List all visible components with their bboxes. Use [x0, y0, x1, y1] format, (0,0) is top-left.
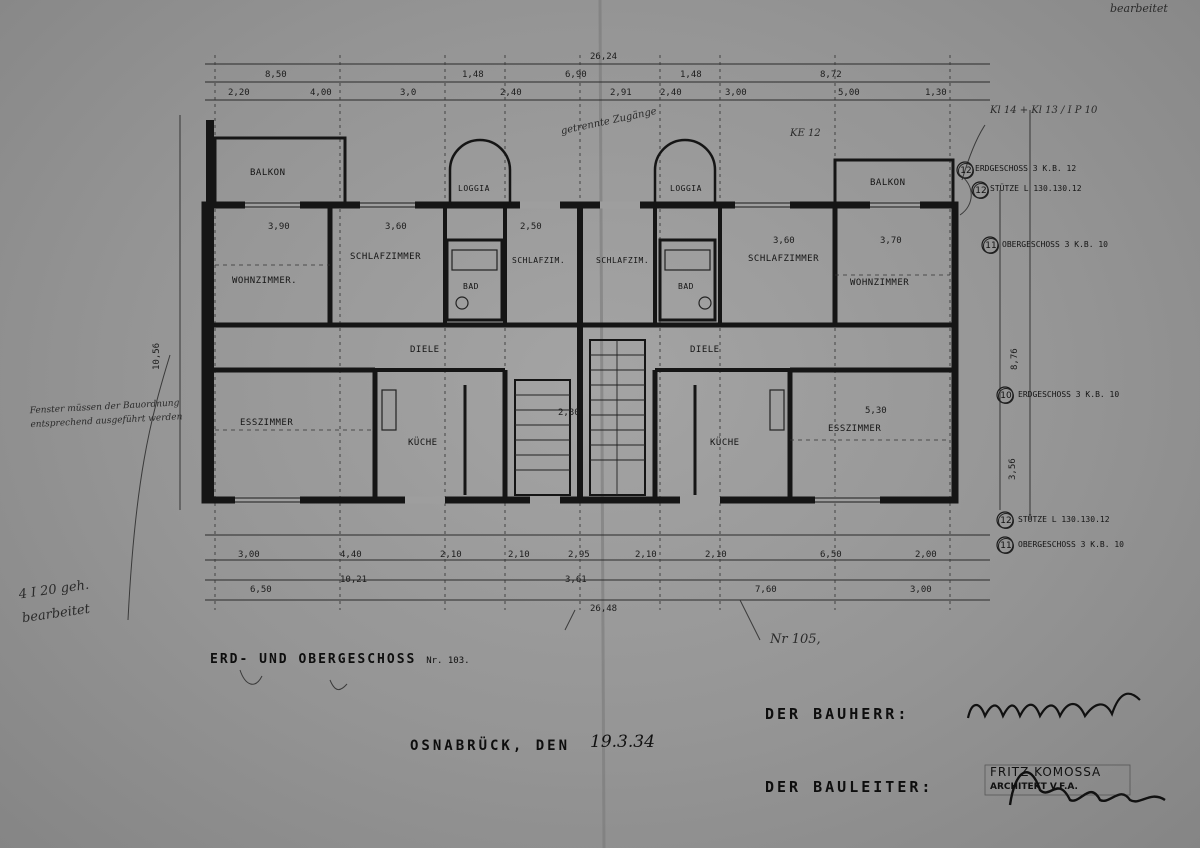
overall-width-top: 26,24	[590, 52, 618, 62]
dim-top-5: 8,72	[820, 70, 842, 80]
dim-total-5: 3,00	[910, 585, 932, 595]
room-width-8: 3,56	[1008, 458, 1018, 480]
room-diele-left: DIELE	[410, 345, 440, 355]
dim-total-4: 7,60	[755, 585, 777, 595]
bauleiter-label: DER BAULEITER:	[765, 778, 934, 796]
dim-sub-2: 4,00	[310, 88, 332, 98]
room-esszimmer-left: ESSZIMMER	[240, 418, 294, 428]
dim-sub-4: 2,40	[500, 88, 522, 98]
room-esszimmer-right: ESSZIMMER	[828, 424, 882, 434]
annotation-top-mid: KE 12	[790, 128, 821, 139]
room-balkon-left: BALKON	[250, 168, 286, 178]
sheet-title-text: ERD- UND OBERGESCHOSS	[210, 652, 417, 667]
marker-circle: 11	[983, 238, 999, 254]
dim-bottom-8: 6,50	[820, 550, 842, 560]
marker-circle: 12	[973, 183, 989, 199]
place-date-label: OSNABRÜCK, DEN	[410, 738, 571, 754]
legend-item-4: ERDGESCHOSS 3 K.B. 10	[1018, 390, 1119, 399]
room-loggia-right: LOGGIA	[670, 184, 702, 193]
dim-top-3: 6,90	[565, 70, 587, 80]
architect-stamp-title: ARCHITEKT V.F.A.	[990, 782, 1078, 792]
marker-circle: 12	[998, 513, 1014, 529]
room-kueche-left: KÜCHE	[408, 438, 438, 448]
legend-text-1: ERDGESCHOSS 3 K.B. 12	[975, 164, 1077, 173]
dim-sub-1: 2,20	[228, 88, 250, 98]
room-balkon-right: BALKON	[870, 178, 906, 188]
architect-stamp-name: FRITZ KOMOSSA	[990, 765, 1102, 779]
legend-item-5: STÜTZE L 130.130.12	[1018, 515, 1110, 524]
dim-sub-9: 1,30	[925, 88, 947, 98]
legend-text-5: STÜTZE L 130.130.12	[1018, 515, 1110, 524]
dim-total-1: 6,50	[250, 585, 272, 595]
room-width-6: 2,30	[558, 408, 580, 418]
legend-text-3: OBERGESCHOSS 3 K.B. 10	[1002, 240, 1108, 249]
dim-bottom-4: 2,10	[508, 550, 530, 560]
dim-sub-8: 5,00	[838, 88, 860, 98]
annotation-top-right: Kl 14 + Kl 13 / I P 10	[990, 105, 1098, 116]
room-width-1: 3,90	[268, 222, 290, 232]
room-width-7: 5,30	[865, 406, 887, 416]
dim-bottom-2: 4,40	[340, 550, 362, 560]
marker-circle: 12	[958, 163, 974, 179]
dim-bottom-9: 2,00	[915, 550, 937, 560]
overall-height-right: 8,76	[1010, 348, 1020, 370]
legend-text-4: ERDGESCHOSS 3 K.B. 10	[1018, 390, 1120, 399]
legend-text-6: OBERGESCHOSS 3 K.B. 10	[1018, 540, 1124, 549]
dim-bottom-6: 2,10	[635, 550, 657, 560]
marker-circle: 11	[998, 538, 1014, 554]
dim-sub-5: 2,91	[610, 88, 632, 98]
dim-top-1: 8,50	[265, 70, 287, 80]
legend-item-2: STÜTZE L 130.130.12	[990, 184, 1082, 193]
dim-sub-7: 3,00	[725, 88, 747, 98]
overall-height-left: 10,56	[152, 342, 162, 370]
dim-top-2: 1,48	[462, 70, 484, 80]
legend-item-6: OBERGESCHOSS 3 K.B. 10	[1018, 540, 1124, 549]
plan-number-note: Nr 105,	[770, 632, 821, 647]
sheet-title-number: Nr. 103.	[426, 656, 470, 666]
date-value: 19.3.34	[590, 732, 655, 752]
room-wohnzimmer-right: WOHNZIMMER	[850, 278, 910, 288]
room-width-5: 3,70	[880, 236, 902, 246]
room-loggia-left: LOGGIA	[458, 184, 490, 193]
room-schlafzim-left: SCHLAFZIM.	[512, 256, 566, 265]
legend-item-1: ERDGESCHOSS 3 K.B. 12	[975, 164, 1076, 173]
dim-total-2: 10,21	[340, 575, 368, 585]
bauherr-label: DER BAUHERR:	[765, 705, 910, 723]
room-bad-right: BAD	[678, 282, 694, 291]
room-width-2: 3,60	[385, 222, 407, 232]
dim-bottom-7: 2,10	[705, 550, 727, 560]
bauherr-signature	[966, 692, 1141, 719]
room-schlafzimmer-left: SCHLAFZIMMER	[350, 252, 422, 262]
corner-note: bearbeitet	[1110, 2, 1168, 15]
room-wohnzimmer-left: WOHNZIMMER.	[232, 276, 298, 286]
overall-width-bottom: 26,48	[590, 604, 618, 614]
room-schlafzim-right: SCHLAFZIM.	[596, 256, 650, 265]
room-diele-right: DIELE	[690, 345, 720, 355]
room-width-3: 2,50	[520, 222, 542, 232]
room-width-4: 3,60	[773, 236, 795, 246]
dim-bottom-5: 2,95	[568, 550, 590, 560]
dim-sub-6: 2,40	[660, 88, 682, 98]
dim-top-4: 1,48	[680, 70, 702, 80]
marker-circle: 10	[998, 388, 1014, 404]
dim-total-3: 3,61	[565, 575, 587, 585]
dim-sub-3: 3,0	[400, 88, 417, 98]
bauleiter-signature	[1008, 771, 1166, 806]
dim-bottom-3: 2,10	[440, 550, 462, 560]
legend-text-2: STÜTZE L 130.130.12	[990, 184, 1082, 193]
room-schlafzimmer-right: SCHLAFZIMMER	[748, 254, 820, 264]
dim-bottom-1: 3,00	[238, 550, 260, 560]
room-bad-left: BAD	[463, 282, 479, 291]
legend-item-3: OBERGESCHOSS 3 K.B. 10	[1002, 240, 1108, 249]
sheet-title: ERD- UND OBERGESCHOSS Nr. 103.	[210, 652, 470, 667]
room-kueche-right: KÜCHE	[710, 438, 740, 448]
